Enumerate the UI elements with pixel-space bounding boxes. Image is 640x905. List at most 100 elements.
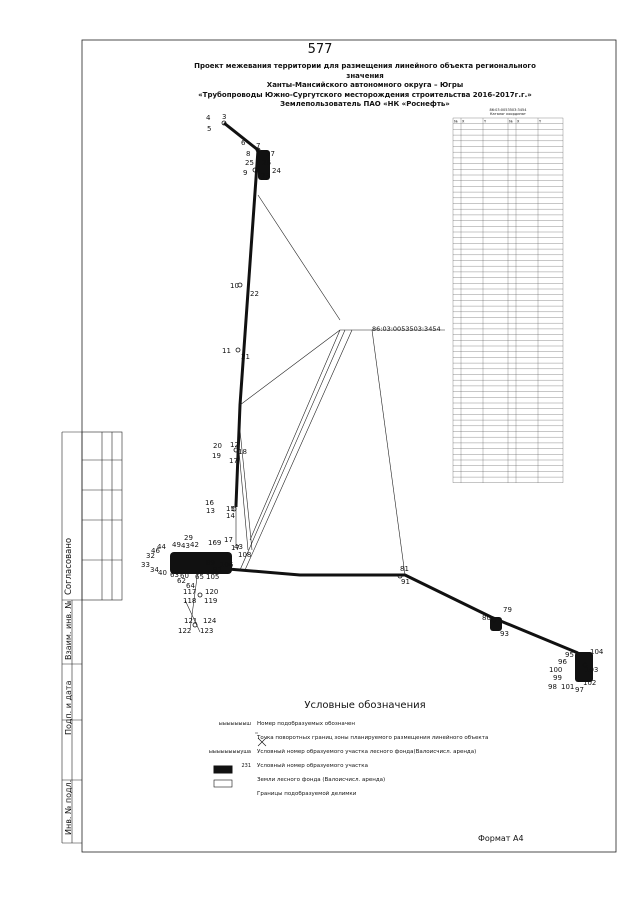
legend-item: Земли лесного фонда (Валоисчисл. аренда) (205, 773, 545, 787)
point-label: 102 (583, 679, 596, 687)
legend-symbol: ыыыыыыыыуша (208, 749, 251, 755)
point-label: 108 (238, 551, 251, 559)
point-label: 27 (266, 150, 275, 158)
point-label: 21 (241, 353, 250, 361)
point-label: 43 (181, 542, 190, 550)
point-label: 20 (213, 442, 222, 450)
point-label: 97 (575, 686, 584, 694)
stamp-inv-podl: Инв. № подл. (64, 779, 73, 835)
point-label: 9 (243, 169, 247, 177)
legend-item: Точка поворотных границ зоны планируемог… (205, 731, 545, 745)
point-label: 79 (503, 606, 512, 614)
point-label: 11 (222, 347, 231, 355)
point-label: 120 (205, 588, 218, 596)
header-line-3: «Трубопроводы Южно-Сургутского месторожд… (198, 90, 532, 99)
legend-item: ыыыыыыыыуша Условный номер образуемого уч… (205, 745, 545, 759)
point-label: 89 (206, 559, 215, 567)
legend-text: Условный номер образуемого участка лесно… (257, 749, 477, 755)
point-label: 17 (224, 536, 233, 544)
point-label: 169 (208, 539, 221, 547)
legend: Условные обозначения ыыыыыыыш Номер подоб… (205, 700, 545, 801)
point-label: 117 (183, 588, 196, 596)
point-label: 62 (177, 577, 186, 585)
point-label: 18 (238, 448, 247, 456)
coord-table-subtitle: Каталог координат (490, 112, 526, 116)
point-label: 81 (400, 565, 409, 573)
point-label: 29 (184, 534, 193, 542)
point-label: 13 (206, 507, 215, 515)
point-label: 42 (190, 541, 199, 549)
point-label: 49 (172, 541, 181, 549)
legend-item: Границы подобразуемой делимки (205, 787, 545, 801)
point-label: 15 (226, 505, 235, 513)
point-label: 23 (261, 172, 270, 180)
point-label: 44 (157, 543, 166, 551)
point-label: 60 (180, 572, 189, 580)
point-label: 40 (158, 569, 167, 577)
point-label: 91 (401, 578, 410, 586)
legend-symbol: 231 (241, 763, 251, 769)
point-label: 64 (186, 582, 195, 590)
stamp-agreed: Согласовано (64, 537, 74, 595)
header-line-1: Проект межевания территории для размещен… (194, 62, 536, 80)
point-label: 104 (590, 648, 604, 656)
point-label: 33 (141, 561, 150, 569)
point-label: 17 (231, 544, 240, 552)
point-label: 5 (207, 125, 211, 133)
legend-text: Земли лесного фонда (Валоисчисл. аренда) (257, 777, 386, 783)
point-label: 8 (246, 150, 250, 158)
point-label: 96 (558, 658, 567, 666)
point-label: 119 (204, 597, 217, 605)
point-label: 43 (234, 543, 243, 551)
point-label: 3 (222, 113, 226, 121)
point-label: 22 (250, 290, 259, 298)
header-line-4: Землепользователь ПАО «НК «Роснефть» (280, 100, 450, 108)
point-label: 123 (200, 627, 213, 635)
point-label: 19 (212, 452, 221, 460)
point-label: 118 (183, 597, 196, 605)
stamp-sign-date: Подп. и дата (64, 680, 73, 736)
point-label: 100 (549, 666, 562, 674)
point-label: 106 (220, 561, 234, 569)
coord-table-title: 86:03:0053503:3454 (489, 108, 527, 112)
legend-title: Условные обозначения (304, 700, 426, 711)
point-label: 6 (241, 139, 246, 147)
point-label: 63 (170, 571, 179, 579)
point-label: 98 (548, 683, 557, 691)
header-line-2: Ханты-Мансийского автономного округа – Ю… (266, 81, 464, 89)
cadastral-number: 86:03:0053503:3454 (372, 325, 441, 333)
legend-text: Условный номер образуемого участка (257, 763, 368, 769)
point-label: 4 (206, 114, 211, 122)
point-label: 26 (262, 159, 271, 167)
point-label: 99 (553, 674, 562, 682)
point-label: 10 (230, 282, 239, 290)
format-label: Формат А4 (478, 834, 524, 843)
legend-text: Границы подобразуемой делимки (257, 791, 357, 797)
stamp-inv-vzam: Взаим. инв. № (64, 600, 73, 660)
point-label: 17 (229, 457, 238, 465)
point-label: 34 (150, 566, 159, 574)
point-label: 105 (206, 573, 219, 581)
point-label: 12 (230, 441, 239, 449)
point-label: 121 (184, 617, 197, 625)
point-label: 122 (178, 627, 191, 635)
point-label: 7 (256, 142, 260, 150)
point-label: 103 (585, 666, 598, 674)
point-label: 124 (203, 617, 217, 625)
point-label: 16 (205, 499, 214, 507)
document-header: Проект межевания территории для размещен… (180, 62, 550, 110)
point-label: 24 (272, 167, 281, 175)
coord-table-header: 86:03:0053503:3454 Каталог координат (453, 108, 563, 116)
point-label: 65 (195, 573, 204, 581)
legend-symbol: ыыыыыыыш (218, 721, 251, 727)
legend-item: 231 Условный номер образуемого участка (205, 759, 545, 773)
page-number: 577 (307, 42, 333, 57)
point-label: 46 (151, 547, 160, 555)
point-label: 14 (226, 512, 235, 520)
point-label: 93 (500, 630, 509, 638)
point-label: 91 (213, 566, 222, 574)
legend-item: ыыыыыыыш Номер подобразуемых обозначен (205, 717, 545, 731)
legend-text: Номер подобразуемых обозначен (257, 721, 355, 727)
point-label: 95 (565, 651, 574, 659)
